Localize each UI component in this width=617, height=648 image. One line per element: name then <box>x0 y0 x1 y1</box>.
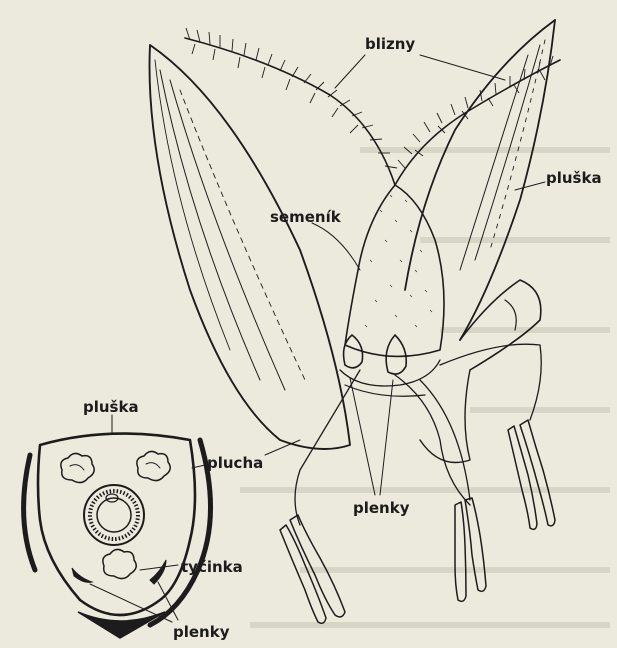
diagram-lodicule-right <box>150 560 166 584</box>
label-ovary: semeník <box>270 208 342 226</box>
label-palea-diagram: pluška <box>83 398 139 416</box>
anther-lower-mid <box>455 498 486 601</box>
labels: blizny pluška semeník plenky pluška pluc… <box>83 35 602 641</box>
diagram-stamen-left <box>61 453 94 482</box>
diagram-ovary <box>84 485 144 545</box>
label-stigmas: blizny <box>365 35 415 53</box>
label-palea-top: pluška <box>546 169 602 187</box>
lemma-left <box>150 45 351 449</box>
ovary <box>345 185 444 356</box>
diagram-stamen-bottom <box>103 549 136 578</box>
stamens-main <box>295 344 541 525</box>
leader-lines-main <box>265 55 545 495</box>
label-lodicules-diagram: plenky <box>173 623 230 641</box>
diagram-stamen-right <box>137 451 170 480</box>
label-lodicules-main: plenky <box>353 499 410 517</box>
label-stamen: tyčinka <box>181 558 243 576</box>
palea-right <box>405 20 555 340</box>
label-lemma: plucha <box>207 454 263 472</box>
lodicules-main <box>340 335 440 396</box>
diagram-lodicule-left <box>72 568 92 582</box>
floral-diagram <box>24 415 211 638</box>
lemma-outline <box>150 440 211 625</box>
lemma-outline-left <box>24 455 35 570</box>
anther-right <box>508 420 555 529</box>
